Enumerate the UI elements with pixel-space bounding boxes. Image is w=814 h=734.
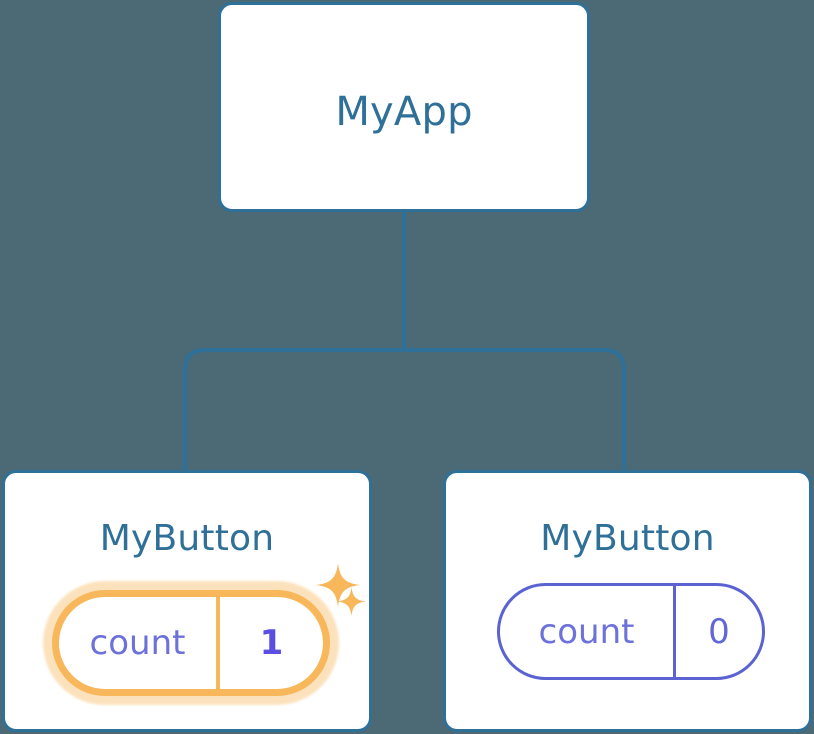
node-card-mybutton-2[interactable]: MyButton count 0 bbox=[443, 470, 812, 732]
connector-branch-right bbox=[404, 348, 626, 472]
state-pill-wrapper-1: count 1 bbox=[43, 581, 339, 705]
sparkle-icon-small bbox=[337, 587, 366, 616]
state-pill-key-2: count bbox=[500, 586, 676, 677]
state-pill-count-2[interactable]: count 0 bbox=[497, 583, 765, 680]
node-title-mybutton-1: MyButton bbox=[99, 518, 275, 559]
state-pill-value-1: 1 bbox=[259, 623, 284, 663]
state-pill-value-2: 0 bbox=[708, 611, 730, 652]
connector-branch-left bbox=[183, 348, 404, 472]
state-pill-count-1[interactable]: count 1 bbox=[52, 590, 330, 696]
sparkle-icon-large bbox=[316, 563, 360, 607]
node-title-myapp: MyApp bbox=[335, 89, 473, 135]
state-pill-key-1: count bbox=[59, 597, 220, 689]
node-title-mybutton-2: MyButton bbox=[540, 518, 715, 559]
node-card-myapp[interactable]: MyApp bbox=[218, 2, 590, 212]
node-card-mybutton-1[interactable]: MyButton count 1 bbox=[2, 470, 372, 732]
